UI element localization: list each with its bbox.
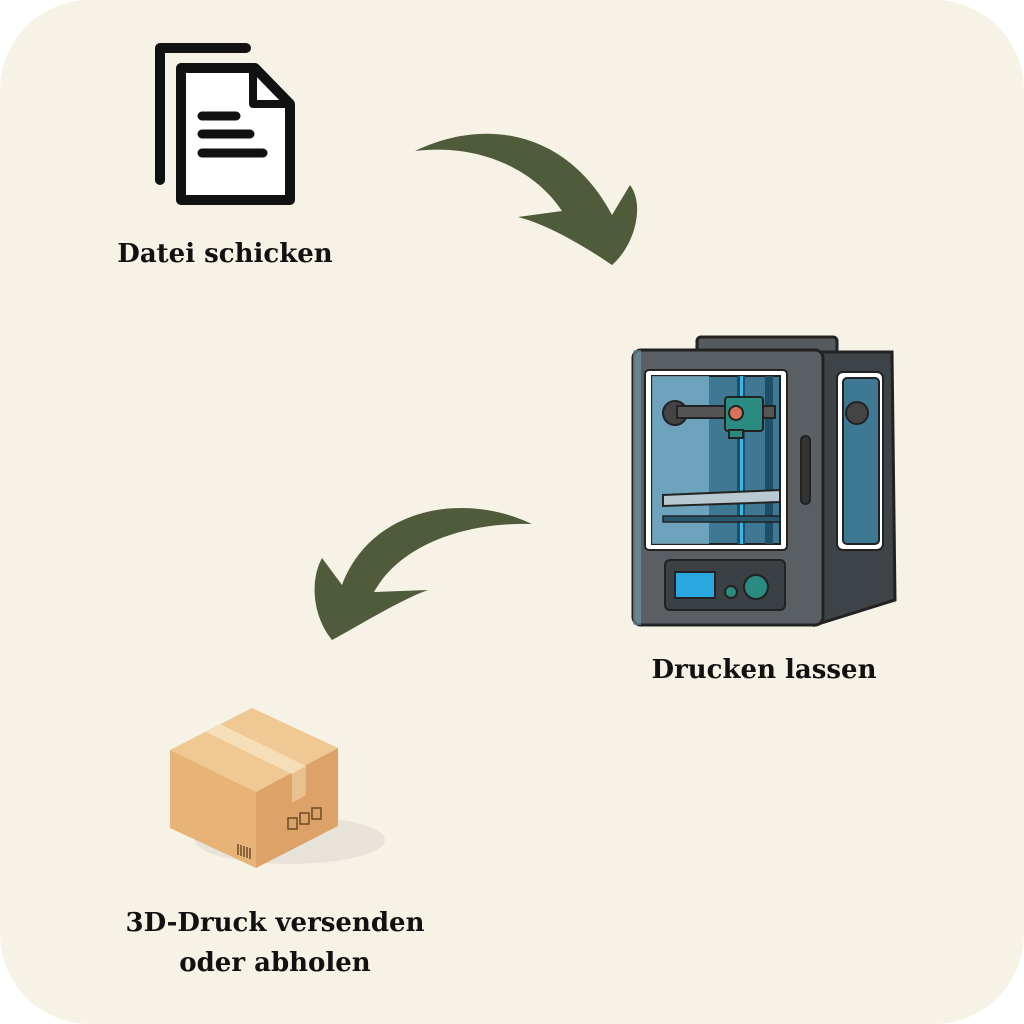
- curved-arrow-down-left: [314, 507, 532, 640]
- 3d-printer-icon: [631, 335, 897, 628]
- step-label-line-2: oder abholen: [179, 948, 371, 978]
- document-icon: [155, 43, 295, 205]
- cardboard-box-icon: [170, 708, 385, 868]
- curved-arrow-down-right: [415, 133, 638, 265]
- step-label-print: Drucken lassen: [651, 655, 877, 685]
- step-label-send-file: Datei schicken: [117, 239, 333, 269]
- step-label-ship-or-pickup: 3D-Druck versenden oder abholen: [110, 903, 440, 983]
- step-label-line-1: 3D-Druck versenden: [125, 908, 425, 938]
